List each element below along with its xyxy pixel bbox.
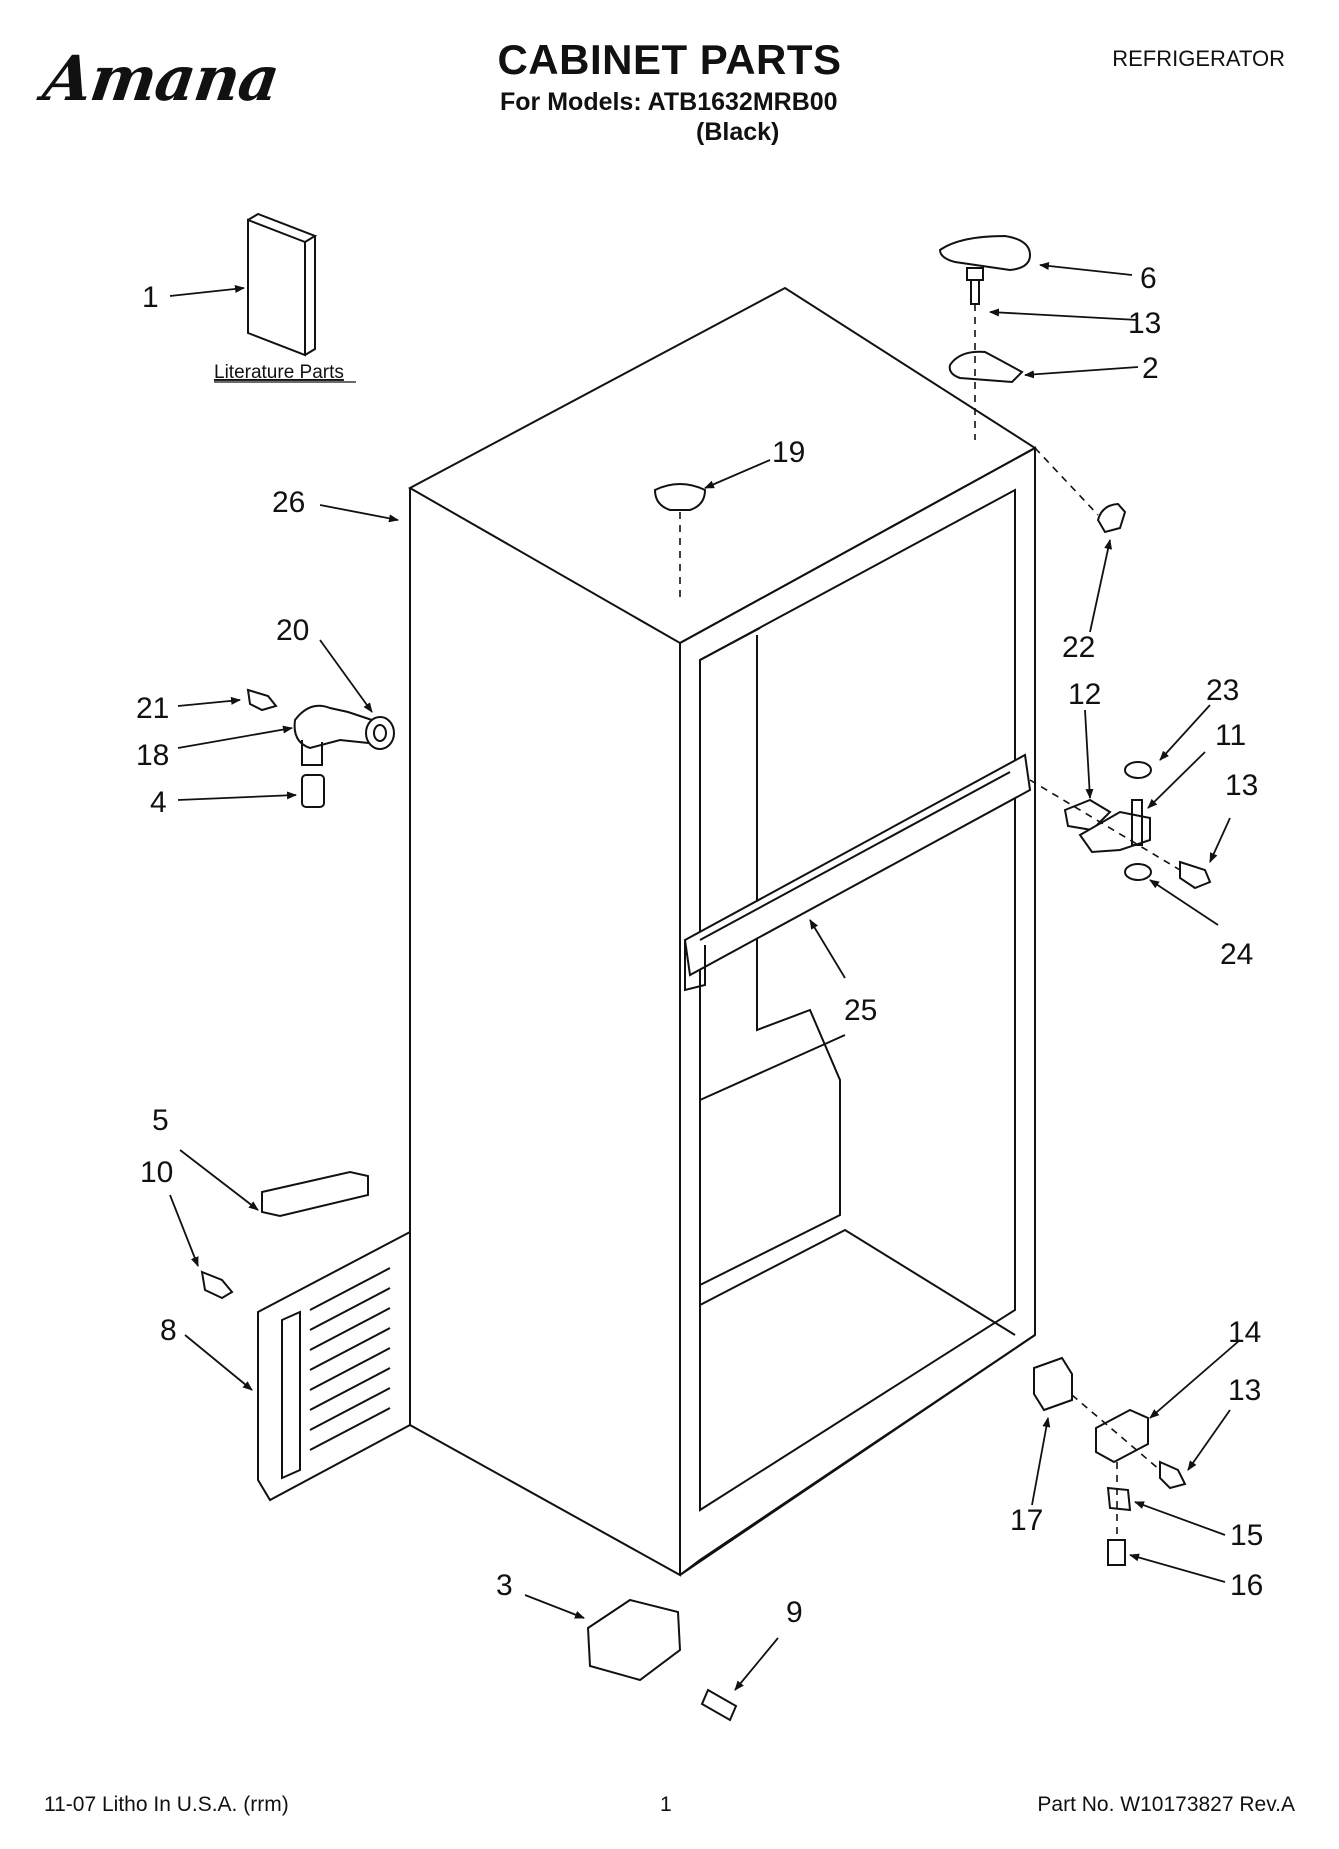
callout-6: 6 [1140,262,1157,295]
leveler-mechanism [246,688,395,808]
hinge-pad [1033,1356,1073,1412]
callout-17: 17 [1010,1504,1043,1537]
screw-top [966,267,984,305]
callout-14: 14 [1228,1316,1261,1349]
callout-15: 15 [1230,1519,1263,1552]
crossbar-rail [683,753,1032,992]
callout-26: 26 [272,486,305,519]
footer-page-number: 1 [660,1793,672,1816]
callout-20: 20 [276,614,309,647]
hinge-pin [1106,1486,1132,1512]
hinge-cover [938,234,1032,272]
callout-25: 25 [844,994,877,1027]
trim-bar [261,1170,369,1218]
bottom-hinge [1095,1408,1149,1464]
leveler-spring [700,1688,738,1722]
literature-booklet [247,218,306,357]
callout-1: 1 [142,281,159,314]
callout-13-top: 13 [1128,307,1161,340]
models-line: For Models: ATB1632MRB00 [500,88,838,116]
callout-11: 11 [1215,719,1246,752]
grille-screw [200,1270,234,1300]
callout-2: 2 [1142,352,1159,385]
top-hinge [948,350,1024,384]
callout-18: 18 [136,739,169,772]
callout-23: 23 [1206,674,1239,707]
callout-13-mid: 13 [1225,769,1258,802]
callout-24: 24 [1220,938,1253,971]
callout-16: 16 [1230,1569,1263,1602]
callout-22: 22 [1062,631,1095,664]
callout-19: 19 [772,436,805,469]
callout-5: 5 [152,1104,169,1137]
screw-bottom [1159,1460,1187,1490]
footer-part-number: Part No. W10173827 Rev.A [1037,1793,1295,1816]
color-variant: (Black) [696,118,780,146]
callout-10: 10 [140,1156,173,1189]
callout-12: 12 [1068,678,1101,711]
hinge-cap [1096,502,1127,534]
page-title: CABINET PARTS [497,36,842,83]
callout-13-low: 13 [1228,1374,1261,1407]
footer-print-info: 11-07 Litho In U.S.A. (rrm) [44,1793,289,1816]
toe-grille [257,1230,411,1502]
callout-9: 9 [786,1596,803,1629]
top-plug [653,483,707,511]
callout-4: 4 [150,786,167,819]
screw-lower [1107,1539,1126,1566]
document-type: REFRIGERATOR [1112,46,1285,71]
middle-hinge-assembly [1063,761,1212,890]
callout-21: 21 [136,692,169,725]
callout-8: 8 [160,1314,177,1347]
leveler-block [586,1598,682,1682]
callout-3: 3 [496,1569,513,1602]
literature-parts-label: Literature Parts [214,362,344,383]
